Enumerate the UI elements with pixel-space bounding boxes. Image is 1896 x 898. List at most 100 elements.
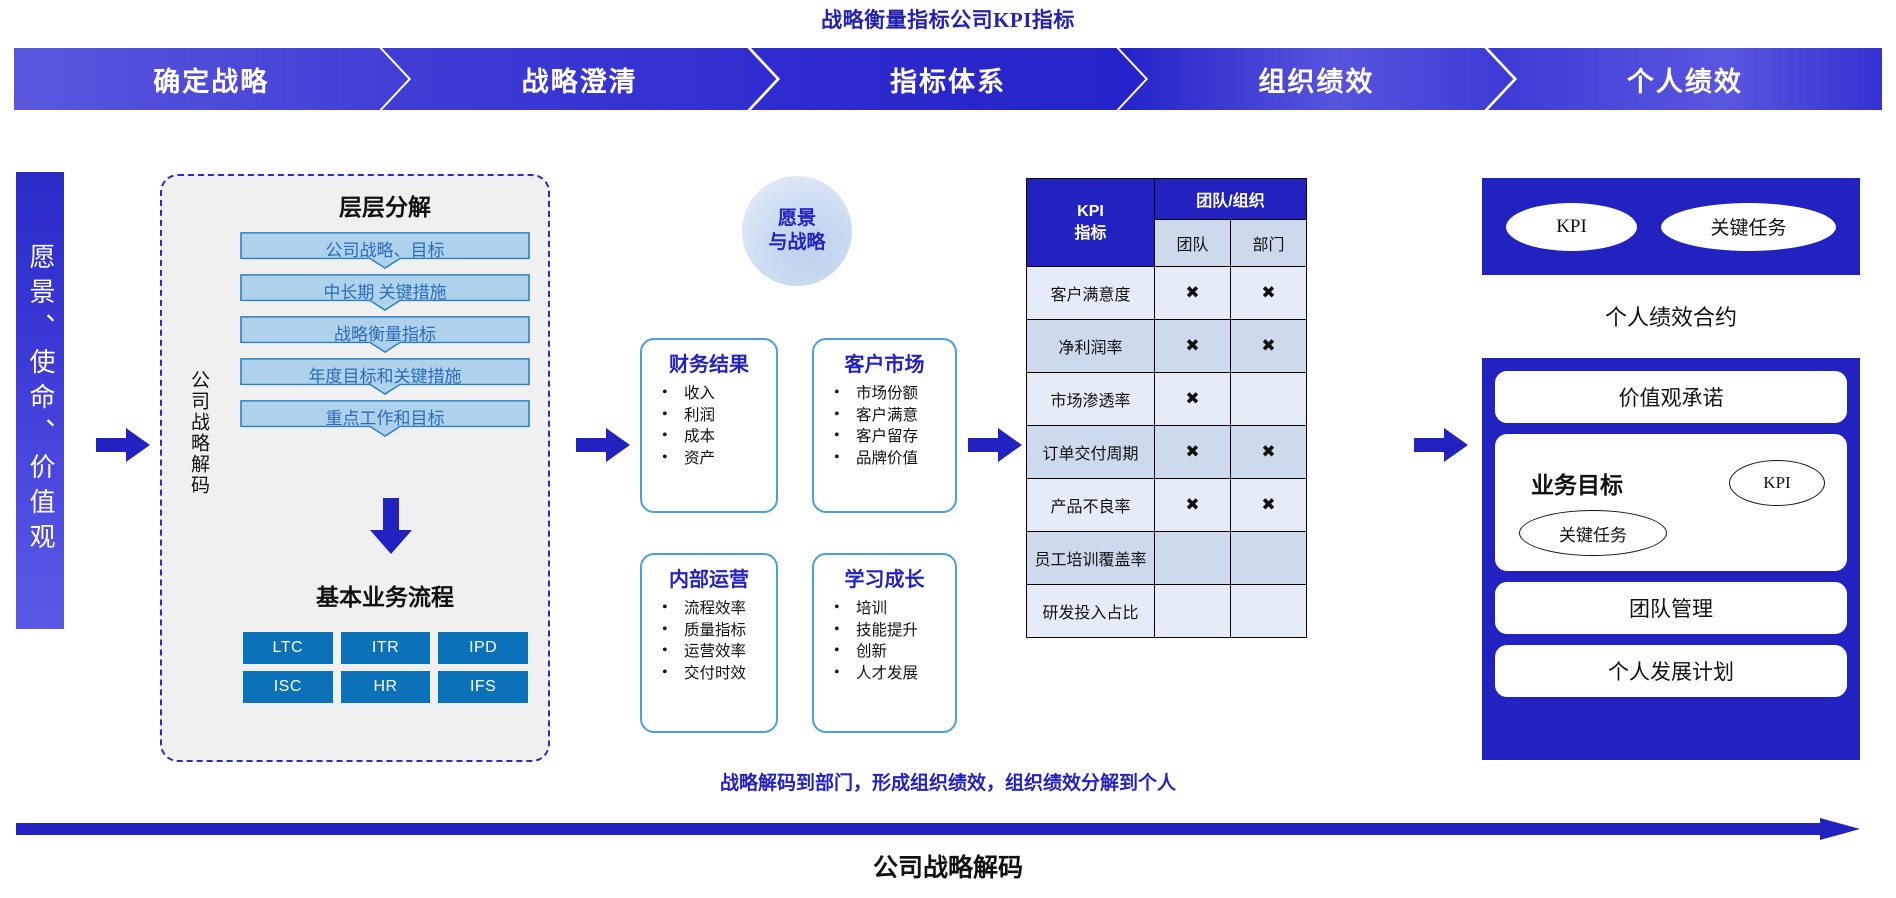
kpi-row-team-mark: ✖: [1154, 319, 1231, 373]
vision-circle-line2: 与战略: [768, 232, 826, 253]
cascade-item[interactable]: 重点工作和目标: [240, 400, 530, 437]
footer-note: 战略解码到部门，形成组织绩效，组织绩效分解到个人: [719, 773, 1176, 794]
kpi-row-dept-mark: ✖: [1230, 478, 1307, 532]
bsc-box-financial[interactable]: 财务结果 收入 利润 成本 资产: [640, 338, 778, 513]
cascade-item-label: 战略衡量指标: [334, 324, 436, 344]
perf-card-team-mgmt[interactable]: 团队管理: [1495, 582, 1847, 634]
performance-contract-panel: 价值观承诺 业务目标 KPI 关键任务 团队管理 个人发展计划: [1482, 358, 1860, 760]
bsc-box-internal[interactable]: 内部运营 流程效率 质量指标 运营效率 交付时效: [640, 553, 778, 733]
bsc-box-list: 收入 利润 成本 资产: [642, 382, 776, 470]
subheader-team: 团队: [1154, 219, 1231, 267]
process-grid: LTC ITR IPD ISC HR IFS: [243, 632, 528, 703]
bsc-list-item: 利润: [660, 404, 776, 427]
table-row[interactable]: 客户满意度 ✖ ✖: [1026, 266, 1307, 320]
kpi-row-dept-mark: ✖: [1230, 266, 1307, 320]
banner-step-label: 指标体系: [890, 66, 1007, 97]
key-task-oval[interactable]: 关键任务: [1661, 202, 1836, 251]
bsc-box-customer[interactable]: 客户市场 市场份额 客户满意 客户留存 品牌价值: [812, 338, 957, 513]
cascade-item[interactable]: 公司战略、目标: [240, 232, 530, 269]
process-cell-itr[interactable]: ITR: [340, 632, 431, 664]
process-cell-ipd[interactable]: IPD: [438, 632, 528, 664]
bsc-list-item: 资产: [660, 447, 776, 470]
bsc-list-item: 客户满意: [832, 404, 955, 427]
banner-step-label: 确定战略: [153, 66, 270, 97]
footer-title: 公司战略解码: [872, 855, 1023, 882]
banner-step-4[interactable]: 组织绩效: [1119, 48, 1514, 110]
cascade-item-label: 重点工作和目标: [325, 408, 445, 428]
kpi-row-dept-mark: ✖: [1230, 319, 1307, 373]
chevron-down-box-icon: [240, 232, 530, 269]
kpi-row-team-mark: ✖: [1154, 266, 1231, 320]
chevron-shape-icon: [1119, 48, 1514, 110]
chevron-down-box-icon: [240, 274, 530, 311]
business-goal-kpi-ellipse[interactable]: KPI: [1729, 460, 1825, 506]
business-goal-title: 业务目标: [1531, 473, 1623, 498]
chevron-shape-icon: [14, 48, 409, 110]
vision-circle-line1: 愿景: [777, 208, 816, 230]
strategy-decode-panel: [160, 174, 550, 762]
performance-contract-label: 个人绩效合约: [1604, 305, 1737, 330]
perf-card-business-goal[interactable]: 业务目标 KPI 关键任务: [1495, 434, 1847, 571]
cascade-item[interactable]: 战略衡量指标: [240, 316, 530, 353]
banner-step-3[interactable]: 指标体系: [750, 48, 1146, 110]
banner-step-label: 组织绩效: [1258, 66, 1375, 97]
table-row[interactable]: 员工培训覆盖率: [1026, 531, 1307, 585]
business-goal-task-ellipse[interactable]: 关键任务: [1519, 510, 1667, 556]
decode-vertical-label: 公司战略解码: [187, 370, 209, 496]
bsc-list-item: 创新: [832, 640, 955, 663]
process-cell-isc[interactable]: ISC: [243, 671, 333, 703]
kpi-row-name: 产品不良率: [1026, 478, 1155, 532]
bsc-list-item: 人才发展: [832, 662, 955, 685]
banner-step-5[interactable]: 个人绩效: [1487, 48, 1883, 110]
process-cell-ltc[interactable]: LTC: [243, 632, 333, 664]
page-title: 战略衡量指标公司KPI指标: [821, 8, 1075, 32]
kpi-row-dept-mark: ✖: [1230, 425, 1307, 479]
kpi-row-name: 员工培训覆盖率: [1026, 531, 1155, 585]
table-row[interactable]: 市场渗透率 ✖: [1026, 372, 1307, 426]
kpi-row-name: 净利润率: [1026, 319, 1155, 373]
kpi-row-dept-mark: [1230, 584, 1307, 638]
process-cell-hr[interactable]: HR: [340, 671, 431, 703]
process-cell-ifs[interactable]: IFS: [438, 671, 528, 703]
flow-arrow-4-icon: [1414, 428, 1468, 462]
bsc-box-title: 财务结果: [669, 354, 749, 376]
vision-bar-label: 愿景、使命、价值观: [26, 243, 55, 558]
perf-card-values[interactable]: 价值观承诺: [1495, 371, 1847, 423]
footer-arrow-icon: [16, 818, 1860, 840]
table-row[interactable]: 订单交付周期 ✖ ✖: [1026, 425, 1307, 479]
bsc-list-item: 培训: [832, 597, 955, 620]
kpi-oval[interactable]: KPI: [1506, 202, 1637, 251]
vision-strategy-circle: 愿景 与战略: [742, 176, 852, 286]
kpi-header-line2: 指标: [1074, 224, 1107, 242]
cascade-item-label: 年度目标和关键措施: [308, 366, 462, 386]
perf-card-personal-dev[interactable]: 个人发展计划: [1495, 645, 1847, 697]
banner-step-label: 个人绩效: [1626, 66, 1743, 97]
bsc-list-item: 交付时效: [660, 662, 776, 685]
chevron-down-box-icon: [240, 316, 530, 353]
kpi-row-name: 订单交付周期: [1026, 425, 1155, 479]
cascade-item-label: 公司战略、目标: [325, 240, 445, 260]
banner-step-2[interactable]: 战略澄清: [382, 48, 777, 110]
bsc-list-item: 客户留存: [832, 425, 955, 448]
bsc-list-item: 收入: [660, 382, 776, 405]
bsc-box-list: 流程效率 质量指标 运营效率 交付时效: [642, 597, 776, 685]
vision-mission-values-bar: 愿景、使命、价值观: [16, 172, 64, 629]
table-row[interactable]: 净利润率 ✖ ✖: [1026, 319, 1307, 373]
cascade-item[interactable]: 中长期 关键措施: [240, 274, 530, 311]
banner-step-1[interactable]: 确定战略: [14, 48, 409, 110]
business-flow-title: 基本业务流程: [316, 585, 454, 610]
kpi-row-name: 客户满意度: [1026, 266, 1155, 320]
kpi-row-team-mark: [1154, 531, 1231, 585]
kpi-row-dept-mark: [1230, 531, 1307, 585]
bsc-list-item: 运营效率: [660, 640, 776, 663]
kpi-table: KPI 指标 团队/组织 团队 部门 客户满意度 ✖ ✖ 净利润率 ✖ ✖ 市场…: [1026, 178, 1307, 638]
kpi-row-team-mark: ✖: [1154, 478, 1231, 532]
bsc-box-title: 内部运营: [669, 569, 749, 591]
kpi-row-team-mark: ✖: [1154, 372, 1231, 426]
table-row[interactable]: 研发投入占比: [1026, 584, 1307, 638]
table-row[interactable]: 产品不良率 ✖ ✖: [1026, 478, 1307, 532]
bsc-list-item: 质量指标: [660, 619, 776, 642]
bsc-box-learning[interactable]: 学习成长 培训 技能提升 创新 人才发展: [812, 553, 957, 733]
cascade-item[interactable]: 年度目标和关键措施: [240, 358, 530, 395]
banner-step-label: 战略澄清: [521, 66, 638, 97]
